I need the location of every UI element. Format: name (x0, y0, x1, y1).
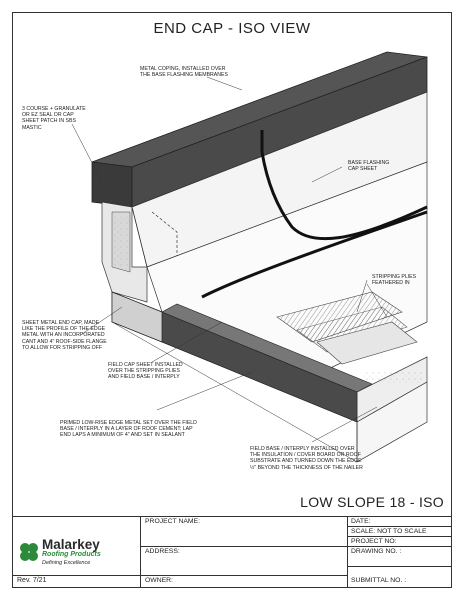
note-field-cap-sheet: FIELD CAP SHEET INSTALLED OVER THE STRIP… (108, 362, 183, 381)
tb-divider-2 (347, 516, 348, 588)
tb-drawing-no: DRAWING NO. : (351, 548, 402, 555)
tb-row-4 (347, 566, 452, 567)
tb-address: ADDRESS: (145, 548, 180, 555)
revision-label: Rev. 7/21 (17, 577, 47, 584)
drawing-title: END CAP - ISO VIEW (153, 20, 311, 37)
logo-sub: Roofing Products (42, 551, 101, 558)
title-block (12, 516, 452, 588)
tb-divider-1 (140, 516, 141, 588)
logo-tagline: Defining Excellence (42, 560, 91, 566)
malarkey-logo: Malarkey Roofing Products Defining Excel… (18, 537, 136, 569)
note-base-flashing: BASE FLASHING CAP SHEET (348, 160, 390, 173)
note-metal-coping: METAL COPING, INSTALLED OVER THE BASE FL… (140, 66, 228, 79)
tb-row-1 (347, 526, 452, 527)
tb-submittal-no: SUBMITTAL NO. : (351, 577, 407, 584)
leader-lines (71, 76, 388, 443)
note-sheet-metal-end-cap: SHEET METAL END CAP, MADE LIKE THE PROFI… (22, 320, 107, 351)
tb-row-5 (140, 575, 347, 576)
tb-row-6 (12, 575, 140, 576)
detail-subtitle: LOW SLOPE 18 - ISO (300, 494, 444, 510)
note-stripping-plies: STRIPPING PLIES FEATHERED IN (372, 274, 417, 287)
tb-date: DATE: (351, 518, 371, 525)
tb-project-no: PROJECT NO: (351, 538, 397, 545)
tb-project-name: PROJECT NAME: (145, 518, 201, 525)
metal-coping (91, 51, 428, 208)
iso-detail-drawing (71, 51, 428, 463)
logo-name: Malarkey (42, 537, 100, 552)
tb-row-2 (347, 536, 452, 537)
tb-scale: SCALE: NOT TO SCALE (351, 528, 427, 535)
nailer-substrate (111, 321, 428, 463)
tb-owner: OWNER: (145, 577, 173, 584)
stripping-plies (276, 291, 418, 365)
note-field-base: FIELD BASE / INTERPLY INSTALLED OVER THE… (250, 446, 363, 471)
drawing-frame (12, 12, 452, 588)
note-three-course: 3 COURSE + GRANULATE OR EZ SEAL OR CAP S… (22, 106, 86, 131)
note-primed-edge-metal: PRIMED LOW-RISE EDGE METAL SET OVER THE … (60, 420, 197, 439)
sheet-metal-end-cap (101, 201, 178, 303)
clover-icon (20, 543, 38, 561)
tb-row-3 (140, 546, 452, 547)
